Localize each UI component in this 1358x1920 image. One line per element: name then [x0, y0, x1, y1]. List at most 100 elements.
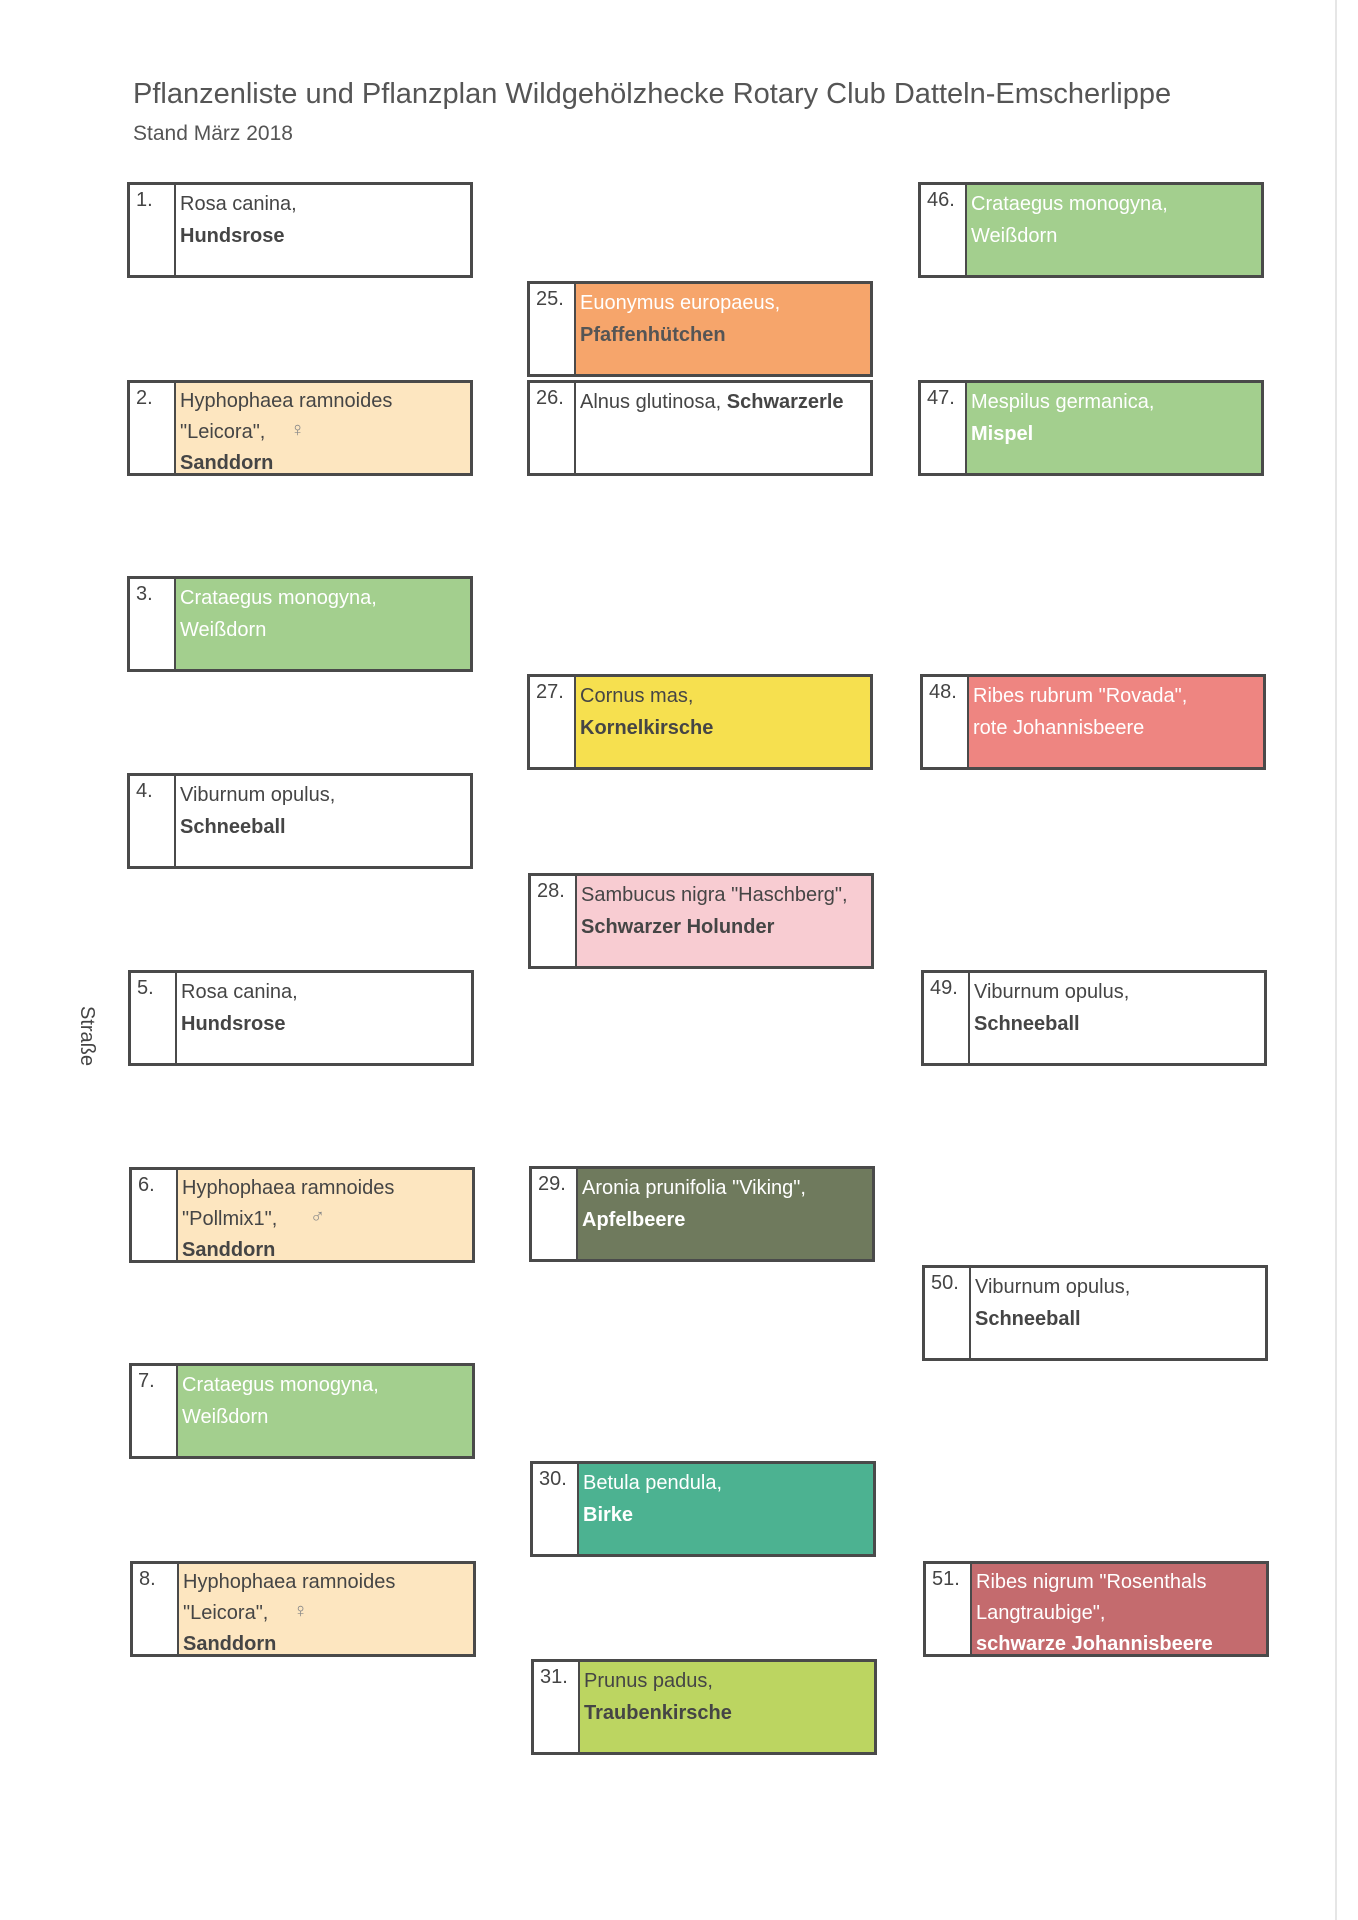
- plant-box-8: 8. Hyphophaea ramnoides "Leicora", Sandd…: [130, 1561, 476, 1657]
- street-label: Straße: [76, 1006, 98, 1067]
- plant-latin-name: Cornus mas,: [580, 685, 694, 707]
- plant-number: 25.: [530, 284, 576, 374]
- plant-latin-name: Hyphophaea ramnoides "Leicora",: [180, 390, 393, 443]
- plant-number: 5.: [131, 973, 177, 1063]
- plant-box-29: 29. Aronia prunifolia "Viking", Apfelbee…: [529, 1166, 875, 1262]
- plant-common-name: rote Johannisbeere: [973, 717, 1145, 739]
- plant-number: 4.: [130, 776, 176, 866]
- plant-box-28: 28. Sambucus nigra "Haschberg", Schwarze…: [528, 873, 874, 969]
- plant-cell: Betula pendula, Birke: [579, 1464, 873, 1554]
- plant-latin-name: Viburnum opulus,: [180, 784, 336, 806]
- plant-common-name: Pfaffenhütchen: [580, 324, 726, 346]
- plant-number: 8.: [133, 1564, 179, 1654]
- plant-number: 47.: [921, 383, 967, 473]
- plant-number: 28.: [531, 876, 577, 966]
- plant-latin-name: Betula pendula,: [583, 1472, 723, 1494]
- plant-cell: Mespilus germanica, Mispel: [967, 383, 1261, 473]
- plant-latin-name: Ribes rubrum "Rovada",: [973, 685, 1188, 707]
- plant-number: 3.: [130, 579, 176, 669]
- plant-latin-name: Prunus padus,: [584, 1670, 713, 1692]
- plant-latin-name: Crataegus monogyna,: [180, 587, 377, 609]
- plant-number: 2.: [130, 383, 176, 473]
- plant-box-4: 4. Viburnum opulus, Schneeball: [127, 773, 473, 869]
- plant-latin-name: Aronia prunifolia "Viking",: [582, 1177, 806, 1199]
- plant-cell: Alnus glutinosa, Schwarzerle: [576, 383, 870, 473]
- female-symbol: ♀: [293, 1600, 308, 1622]
- plant-number: 46.: [921, 185, 967, 275]
- plant-number: 31.: [534, 1662, 580, 1752]
- male-symbol: ♂: [310, 1206, 325, 1228]
- plant-latin-name: Viburnum opulus,: [975, 1276, 1131, 1298]
- plant-number: 1.: [130, 185, 176, 275]
- plant-common-name: Weißdorn: [971, 225, 1058, 247]
- plant-latin-name: Viburnum opulus,: [974, 981, 1130, 1003]
- plant-number: 26.: [530, 383, 576, 473]
- plant-box-7: 7. Crataegus monogyna, Weißdorn: [129, 1363, 475, 1459]
- plant-common-name: Schwarzer Holunder: [581, 916, 775, 938]
- plant-common-name: Birke: [583, 1504, 634, 1526]
- plant-latin-name: Sambucus nigra "Haschberg",: [581, 884, 848, 906]
- plant-box-48: 48. Ribes rubrum "Rovada", rote Johannis…: [920, 674, 1266, 770]
- plant-cell: Ribes rubrum "Rovada", rote Johannisbeer…: [969, 677, 1263, 767]
- plant-box-49: 49. Viburnum opulus, Schneeball: [921, 970, 1267, 1066]
- plant-number: 51.: [926, 1564, 972, 1654]
- plant-cell: Cornus mas, Kornelkirsche: [576, 677, 870, 767]
- plant-cell: Rosa canina, Hundsrose: [176, 185, 470, 275]
- plant-common-name: Apfelbeere: [582, 1209, 686, 1231]
- plant-cell: Crataegus monogyna, Weißdorn: [967, 185, 1261, 275]
- plant-common-name: Schwarzerle: [726, 391, 844, 413]
- plant-box-27: 27. Cornus mas, Kornelkirsche: [527, 674, 873, 770]
- plant-cell: Euonymus europaeus, Pfaffenhütchen: [576, 284, 870, 374]
- plant-common-name: Sanddorn: [182, 1239, 276, 1260]
- plant-number: 30.: [533, 1464, 579, 1554]
- page-title: Pflanzenliste und Pflanzplan Wildgehölzh…: [133, 78, 1172, 110]
- plant-box-6: 6. Hyphophaea ramnoides "Pollmix1", Sand…: [129, 1167, 475, 1263]
- plant-common-name: Traubenkirsche: [584, 1702, 732, 1724]
- plant-number: 50.: [925, 1268, 971, 1358]
- plant-latin-name: Hyphophaea ramnoides "Leicora",: [183, 1571, 396, 1624]
- plant-cell: Viburnum opulus, Schneeball: [176, 776, 470, 866]
- plant-latin-name: Crataegus monogyna,: [971, 193, 1168, 215]
- female-symbol: ♀: [290, 419, 305, 441]
- plant-latin-name: Rosa canina,: [181, 981, 298, 1003]
- plant-cell: Sambucus nigra "Haschberg", Schwarzer Ho…: [577, 876, 871, 966]
- scan-edge-line: [1335, 0, 1337, 1920]
- plant-latin-name: Euonymus europaeus,: [580, 292, 781, 314]
- plant-box-3: 3. Crataegus monogyna, Weißdorn: [127, 576, 473, 672]
- page-subtitle: Stand März 2018: [133, 122, 293, 145]
- plant-box-26: 26. Alnus glutinosa, Schwarzerle: [527, 380, 873, 476]
- plant-cell: Hyphophaea ramnoides "Leicora", Sanddorn: [176, 383, 470, 473]
- plant-latin-name: Rosa canina,: [180, 193, 297, 215]
- plant-common-name: Schneeball: [180, 816, 286, 838]
- plant-cell: Viburnum opulus, Schneeball: [971, 1268, 1265, 1358]
- plant-box-30: 30. Betula pendula, Birke: [530, 1461, 876, 1557]
- plant-box-46: 46. Crataegus monogyna, Weißdorn: [918, 182, 1264, 278]
- plant-cell: Aronia prunifolia "Viking", Apfelbeere: [578, 1169, 872, 1259]
- plant-common-name: Mispel: [971, 423, 1034, 445]
- plant-common-name: Hundsrose: [180, 225, 285, 247]
- plant-cell: Crataegus monogyna, Weißdorn: [178, 1366, 472, 1456]
- plant-latin-name: Alnus glutinosa,: [580, 391, 722, 413]
- plant-number: 6.: [132, 1170, 178, 1260]
- plant-box-47: 47. Mespilus germanica, Mispel: [918, 380, 1264, 476]
- plant-common-name: Schneeball: [975, 1308, 1081, 1330]
- plant-number: 7.: [132, 1366, 178, 1456]
- plant-box-31: 31. Prunus padus, Traubenkirsche: [531, 1659, 877, 1755]
- plant-box-5: 5. Rosa canina, Hundsrose: [128, 970, 474, 1066]
- plant-box-25: 25. Euonymus europaeus, Pfaffenhütchen: [527, 281, 873, 377]
- plant-cell: Hyphophaea ramnoides "Pollmix1", Sanddor…: [178, 1170, 472, 1260]
- plant-common-name: Weißdorn: [180, 619, 267, 641]
- plant-latin-name: Mespilus germanica,: [971, 391, 1155, 413]
- plant-cell: Prunus padus, Traubenkirsche: [580, 1662, 874, 1752]
- plant-number: 29.: [532, 1169, 578, 1259]
- plant-common-name: Weißdorn: [182, 1406, 269, 1428]
- plant-box-50: 50. Viburnum opulus, Schneeball: [922, 1265, 1268, 1361]
- plant-cell: Rosa canina, Hundsrose: [177, 973, 471, 1063]
- plant-number: 27.: [530, 677, 576, 767]
- plant-common-name: Kornelkirsche: [580, 717, 714, 739]
- plant-common-name: Sanddorn: [180, 452, 274, 473]
- plant-cell: Ribes nigrum "Rosenthals Langtraubige", …: [972, 1564, 1266, 1654]
- plant-number: 49.: [924, 973, 970, 1063]
- plant-common-name: Sanddorn: [183, 1633, 277, 1654]
- plant-common-name: Schneeball: [974, 1013, 1080, 1035]
